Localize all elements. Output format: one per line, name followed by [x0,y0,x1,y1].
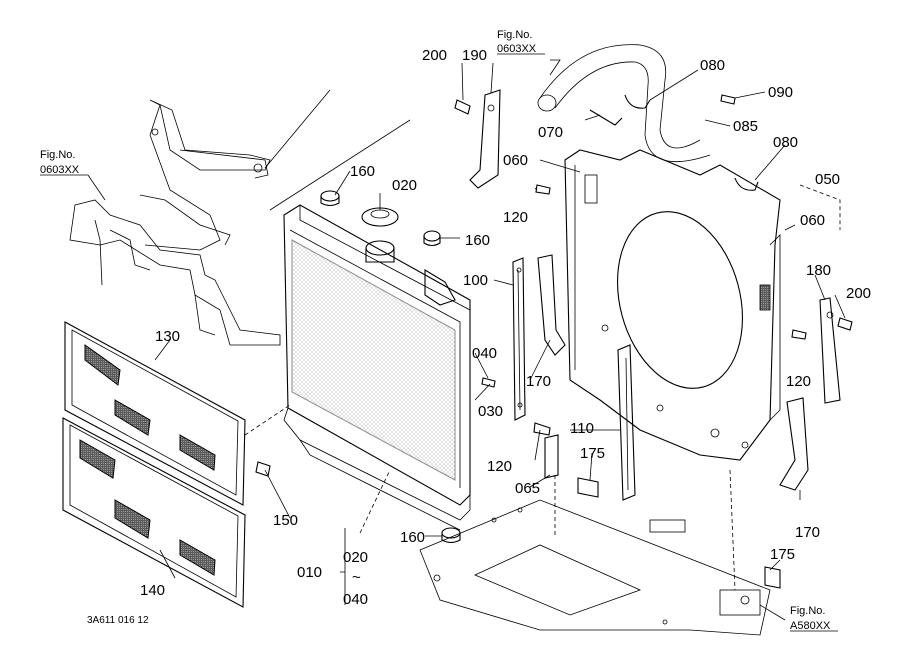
label-090: 090 [768,84,793,101]
grommet-top-right [423,230,441,247]
clip-175-top [577,477,599,498]
label-120-c: 120 [487,458,512,475]
label-160-c: 160 [400,529,425,546]
label-170-a: 170 [526,373,551,390]
fig-ref-left: Fig.No. 0603XX [40,149,106,201]
fig-ref-bottom-title: Fig.No. [790,605,825,617]
bolts [255,94,853,477]
fig-ref-top-code: 0603XX [497,43,537,55]
fig-ref-top: Fig.No. 0603XX [497,29,545,55]
label-010: 010 [297,564,322,581]
drawing-code: 3A611 016 12 [87,615,149,626]
grommet-bottom [441,527,461,544]
label-170-b: 170 [795,524,820,541]
base-plate [419,499,771,636]
label-130: 130 [155,328,180,345]
label-020: 020 [392,177,417,194]
side-bracket [819,297,841,404]
label-190: 190 [462,47,487,64]
radiator [283,204,471,531]
upper-bracket [469,89,501,189]
label-060-a: 060 [503,152,528,169]
label-160-b: 160 [465,232,490,249]
label-040: 040 [472,345,497,362]
label-030: 030 [478,403,503,420]
left-stay [512,257,526,421]
left-frame-ghost [69,199,281,346]
upper-hose [537,44,711,162]
label-140: 140 [140,582,165,599]
label-040-range: 040 [343,591,368,608]
guide-left [537,254,566,356]
fig-ref-left-code: 0603XX [40,164,80,176]
label-100: 100 [463,272,488,289]
clip-065 [544,434,559,479]
part-labels: 200 190 080 090 070 085 080 060 050 120 … [140,47,871,608]
label-065: 065 [515,480,540,497]
hose-clamp-right [734,177,759,191]
label-020-range: 020 [343,549,368,566]
label-175-b: 175 [770,546,795,563]
label-070: 070 [538,124,563,141]
label-080-a: 080 [700,57,725,74]
leader-lines [154,59,846,621]
upper-bracket-assembly [139,89,411,251]
label-160-a: 160 [350,163,375,180]
label-120-a: 120 [503,209,528,226]
label-200-a: 200 [422,47,447,64]
screen-lower [62,417,246,608]
fig-ref-top-title: Fig.No. [497,29,532,41]
guide-right [779,397,809,491]
fig-ref-left-title: Fig.No. [40,149,75,161]
hose-clamp-left [589,94,651,126]
label-085: 085 [733,118,758,135]
label-050: 050 [815,171,840,188]
label-060-b: 060 [800,212,825,229]
label-110: 110 [570,420,594,437]
screen-upper [64,321,246,506]
fig-ref-bottom-code: A580XX [790,620,831,632]
label-080-b: 080 [773,134,798,151]
label-200-b: 200 [846,285,871,302]
grommet-top-left [320,190,340,207]
label-120-b: 120 [786,373,811,390]
label-175-a: 175 [580,445,605,462]
fan-shroud [564,149,781,461]
label-180: 180 [806,262,831,279]
clip-175-bottom [764,566,781,589]
radiator-cap [361,207,399,227]
right-stay [617,344,636,501]
label-150: 150 [273,512,298,529]
fig-ref-bottom: Fig.No. A580XX [790,605,838,632]
label-range-tilde: ~ [352,569,361,586]
